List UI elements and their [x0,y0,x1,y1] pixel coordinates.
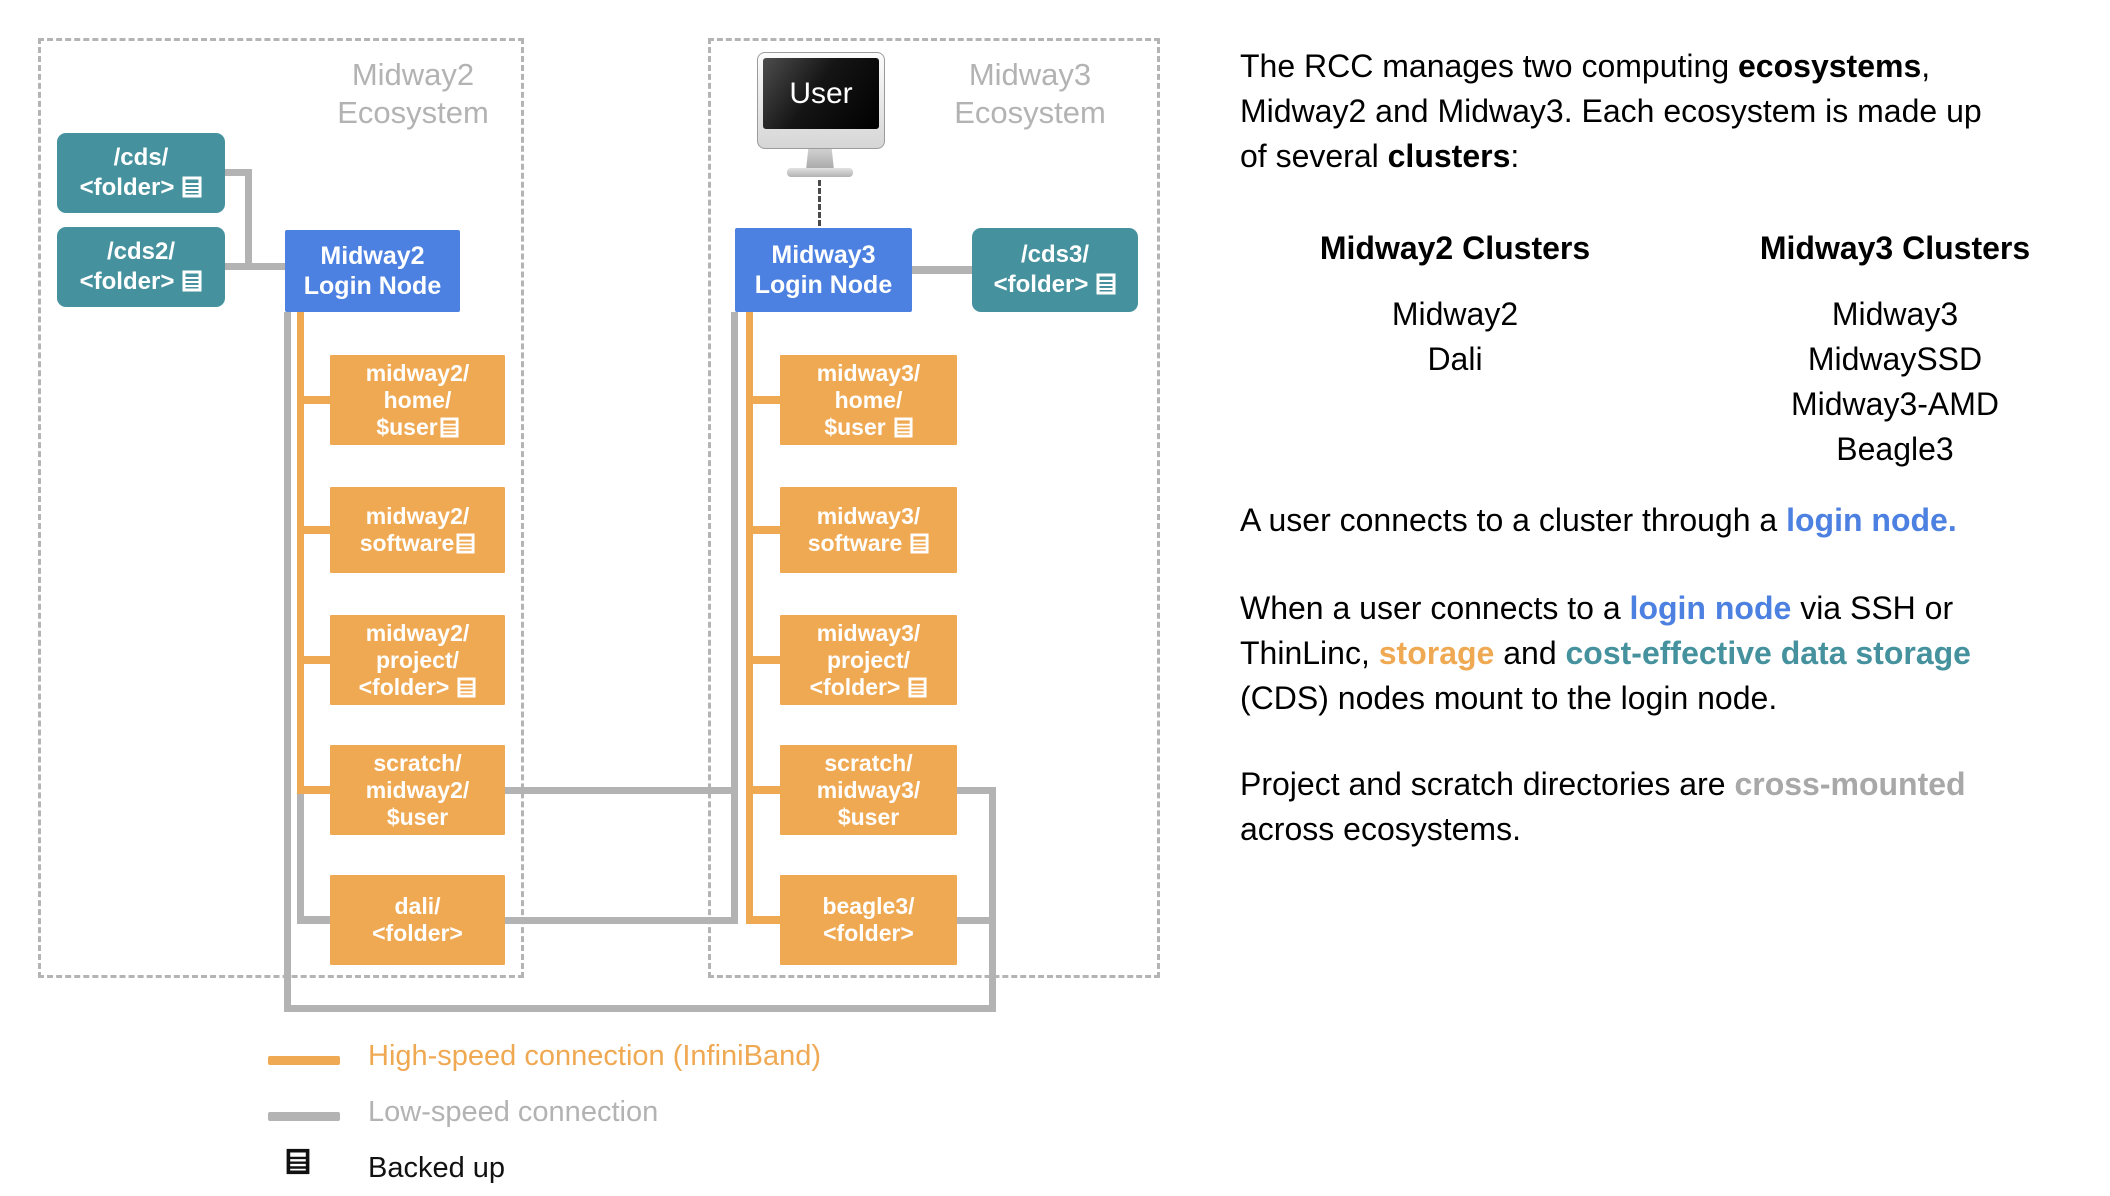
midway2-ecosystem-label: Midway2 Ecosystem [337,57,489,130]
cluster-list-item: Midway3 [1831,296,1959,332]
dali-node: dali/ <folder> [330,875,505,965]
monitor-stand-neck [806,149,834,170]
midway3-clusters-column: Midway3 Clusters Midway3 MidwaySSD Midwa… [1665,226,2110,472]
connector-m2-lowspeed-vertical [284,312,291,1012]
cds2-node: /cds2/ <folder> [57,227,225,307]
midway2-software-node: midway2/ software [330,487,505,573]
cluster-list-item: Beagle3 [1836,431,1954,467]
connector-cds-bracket-vertical [245,169,252,270]
connector-stub-m3home [746,396,780,404]
cds3-node: /cds3/ <folder> [972,228,1138,312]
cluster-list-item: Dali [1427,341,1483,377]
connector-stub-dali [297,916,330,924]
midway3-login-node: Midway3 Login Node [735,228,912,312]
connector-bottom-run [284,1005,996,1012]
connector-m3-lowspeed-vertical [731,312,738,924]
connector-stub-m2software [297,526,330,534]
midway3-software-node: midway3/ software [780,487,957,573]
midway2-scratch-node: scratch/ midway2/ $user [330,745,505,835]
beagle3-node: beagle3/ <folder> [780,875,957,965]
connector-m3scratch-right-stub [957,787,996,794]
cluster-list-item: MidwaySSD [1807,341,1983,377]
midway3-scratch-node: scratch/ midway3/ $user [780,745,957,835]
connector-dali-to-m3login [505,917,738,924]
midway2-project-node: midway2/ project/ <folder> [330,615,505,705]
midway3-home-node: midway3/ home/ $user [780,355,957,445]
backed-up-icon [457,677,476,697]
cluster-list-item: Midway3-AMD [1790,386,2000,422]
monitor-stand-base [787,168,853,177]
midway2-login-node: Midway2 Login Node [285,230,460,312]
connector-cds2-to-m2login [225,263,285,270]
midway2-clusters-column: Midway2 Clusters Midway2 Dali [1245,226,1665,382]
backed-up-icon [286,1148,310,1175]
legend-highspeed-line-sample [268,1056,340,1065]
legend-lowspeed-line-sample [268,1112,340,1121]
connector-m3login-to-cds3 [912,266,972,274]
midway3-clusters-header: Midway3 Clusters [1759,230,2031,266]
login-node-paragraph: A user connects to a cluster through a l… [1240,502,1957,538]
midway2-home-node: midway2/ home/ $user [330,355,505,445]
backed-up-icon [182,176,202,198]
connector-stub-m3software [746,526,780,534]
backed-up-icon [440,417,459,437]
connector-stub-m2home [297,396,330,404]
backed-up-icon [894,417,913,437]
midway3-ecosystem-boundary [708,38,1160,978]
legend-highspeed-label: High-speed connection (InfiniBand) [368,1040,821,1072]
mount-paragraph: When a user connects to a login node via… [1240,590,1971,716]
cross-mounted-paragraph: Project and scratch directories are cros… [1240,766,1966,847]
backed-up-icon [182,270,202,292]
cds-node: /cds/ <folder> [57,133,225,213]
connector-stub-beagle3 [746,916,780,924]
backed-up-icon [908,677,927,697]
connector-m3-infiniband-vertical [746,312,753,924]
legend-backedup-label: Backed up [368,1152,506,1184]
connector-beagle3-right-stub [957,917,996,924]
midway3-project-node: midway3/ project/ <folder> [780,615,957,705]
connector-stub-m3project [746,656,780,664]
midway2-clusters-header: Midway2 Clusters [1319,230,1591,266]
backed-up-icon [456,533,475,554]
user-to-login-dashed-line [818,180,821,226]
connector-m2scratch-to-m3login [505,787,731,794]
user-monitor-icon: User [757,52,885,149]
backed-up-icon [910,533,929,554]
cluster-list-item: Midway2 [1391,296,1519,332]
connector-cds-stub [225,169,252,176]
midway2-ecosystem-boundary [38,38,524,978]
connector-right-vertical [989,787,996,1012]
connector-m2-infiniband-vertical [297,312,304,794]
intro-paragraph: The RCC manages two computing ecosystems… [1240,48,1982,174]
connector-m2-dali-drop [297,794,304,924]
user-monitor-screen: User [763,58,879,129]
legend-lowspeed-label: Low-speed connection [368,1096,659,1128]
connector-stub-m3scratch [746,786,780,794]
connector-stub-m2scratch [297,786,330,794]
user-label: User [789,76,853,110]
midway3-ecosystem-label: Midway3 Ecosystem [954,57,1106,130]
connector-stub-m2project [297,656,330,664]
backed-up-icon [1096,273,1116,295]
